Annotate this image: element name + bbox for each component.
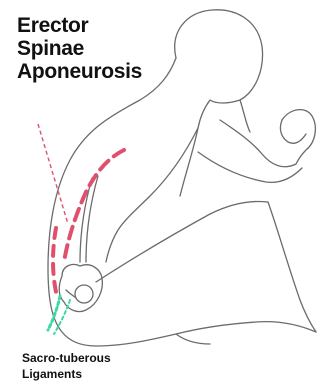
erector-spinae-highlight-lower: [53, 228, 56, 292]
torso-front-outline: [106, 128, 198, 262]
erector-spinae-label: Erector Spinae Aponeurosis: [17, 14, 157, 83]
erector-label-line-1: Erector: [17, 14, 157, 37]
sacro-label-line-1: Sacro-tuberous: [22, 350, 152, 366]
hand-outline-2: [280, 120, 306, 143]
sacrotuberous-label: Sacro-tuberous Ligaments: [22, 350, 152, 382]
foot-outline: [176, 334, 210, 344]
sacrotuberous-highlight-2: [54, 300, 70, 334]
spine-outline-2: [86, 176, 98, 262]
buttock-outline: [96, 322, 316, 346]
neck-outline: [240, 100, 250, 132]
erector-label-line-2: Spinae: [17, 37, 157, 60]
hip-joint-outline: [75, 285, 93, 303]
head-outline: [175, 10, 263, 196]
erector-spinae-highlight: [64, 150, 124, 262]
hand-outline: [282, 110, 315, 164]
sacro-label-line-2: Ligaments: [22, 366, 152, 382]
erector-label-line-3: Aponeurosis: [17, 60, 157, 83]
back-outline: [48, 58, 176, 346]
pelvis-outline: [59, 264, 102, 311]
arm-outline: [220, 120, 296, 167]
thigh-outline: [96, 202, 268, 283]
shin-outline: [268, 202, 316, 332]
